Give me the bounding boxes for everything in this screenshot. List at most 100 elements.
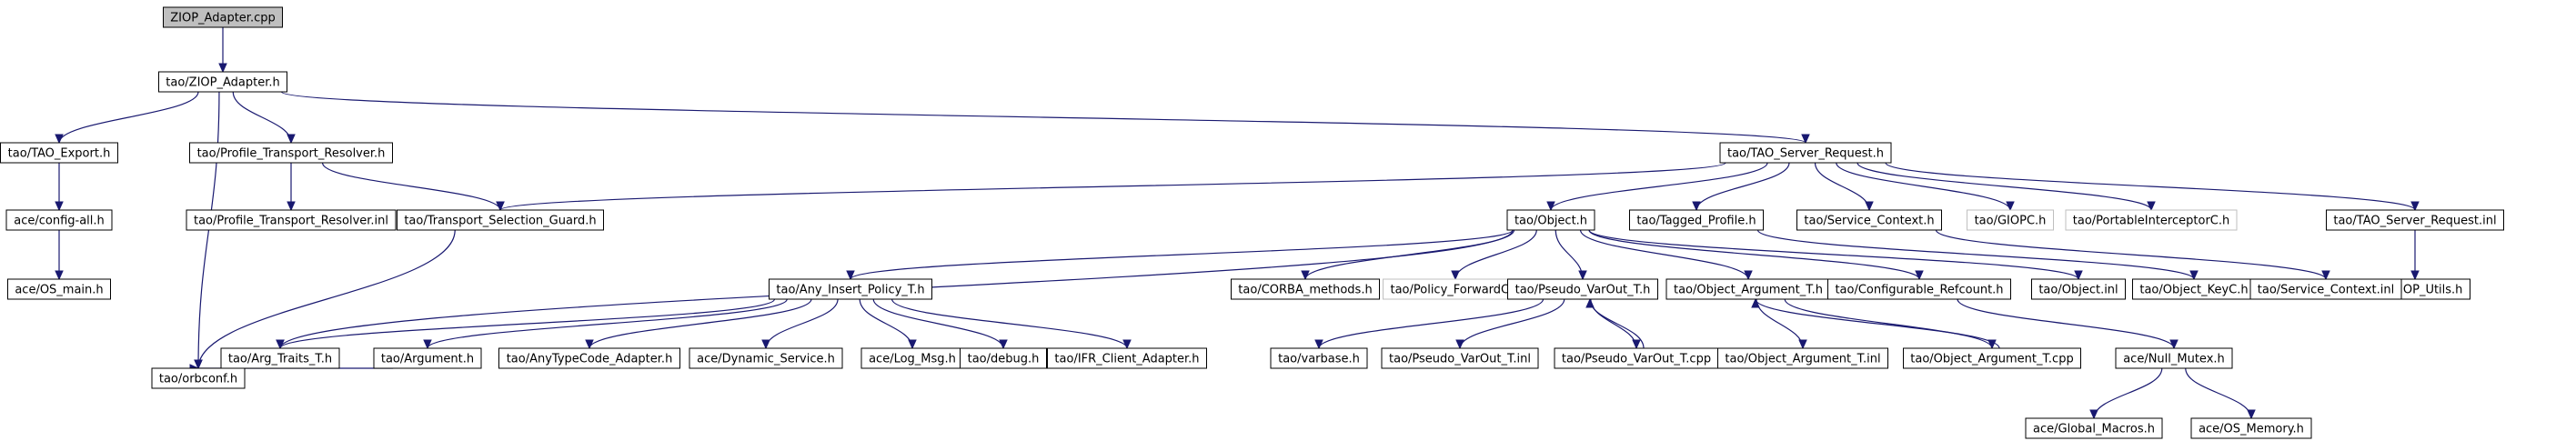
- graph-edge-line: [1957, 298, 2175, 349]
- graph-node[interactable]: tao/Profile_Transport_Resolver.inl: [186, 209, 397, 231]
- graph-node-label: tao/varbase.h: [1278, 353, 1360, 366]
- graph-node[interactable]: tao/Arg_Traits_T.h: [220, 347, 340, 369]
- graph-node[interactable]: tao/Service_Context.h: [1796, 209, 1942, 231]
- graph-edge-line: [1318, 298, 1545, 349]
- graph-node[interactable]: tao/TAO_Export.h: [0, 142, 118, 164]
- graph-node[interactable]: tao/varbase.h: [1270, 347, 1368, 369]
- graph-edge-arrowhead: [2410, 270, 2420, 281]
- graph-node[interactable]: tao/CORBA_methods.h: [1231, 278, 1380, 300]
- graph-edge: [2410, 230, 2420, 281]
- graph-node[interactable]: tao/Pseudo_VarOut_T.h: [1507, 278, 1658, 300]
- graph-edge-arrowhead: [1585, 297, 1595, 308]
- graph-node[interactable]: ace/Global_Macros.h: [2025, 417, 2163, 439]
- graph-edge-arrowhead: [55, 134, 64, 145]
- graph-edge-line: [1935, 229, 2327, 280]
- graph-node[interactable]: tao/Policy_ForwardC.h: [1383, 278, 1528, 300]
- graph-node[interactable]: tao/Profile_Transport_Resolver.h: [189, 142, 393, 164]
- graph-node[interactable]: tao/Service_Context.inl: [2249, 278, 2402, 300]
- graph-edge-arrowhead: [276, 339, 285, 350]
- graph-node-label: ace/Null_Mutex.h: [2123, 353, 2225, 366]
- graph-node[interactable]: tao/Pseudo_VarOut_T.inl: [1381, 347, 1539, 369]
- graph-node-box: [373, 347, 482, 369]
- graph-node[interactable]: ace/Log_Msg.h: [860, 347, 964, 369]
- graph-node[interactable]: tao/orbconf.h: [151, 367, 246, 389]
- graph-edge-arrowhead: [1987, 339, 1997, 350]
- graph-edge: [1546, 162, 1768, 212]
- graph-edge-arrowhead: [585, 339, 594, 350]
- graph-node-label: tao/Arg_Traits_T.h: [228, 353, 332, 366]
- graph-edge-arrowhead: [2006, 201, 2015, 212]
- graph-edge-line: [872, 298, 1004, 349]
- graph-node[interactable]: ace/OS_main.h: [7, 278, 111, 300]
- graph-node[interactable]: tao/Transport_Selection_Guard.h: [397, 209, 604, 231]
- graph-node-label: tao/Pseudo_VarOut_T.inl: [1389, 353, 1531, 366]
- graph-node[interactable]: tao/TAO_Server_Request.h: [1719, 142, 1892, 164]
- graph-node[interactable]: tao/IFR_Client_Adapter.h: [1047, 347, 1207, 369]
- graph-edge: [55, 163, 64, 212]
- graph-edge-arrowhead: [999, 339, 1008, 350]
- graph-edge: [1857, 162, 2156, 212]
- graph-node[interactable]: tao/GIOPC.h: [1967, 209, 2054, 231]
- graph-node[interactable]: ace/OS_Memory.h: [2190, 417, 2312, 439]
- graph-node[interactable]: tao/Object_KeyC.h: [2132, 278, 2256, 300]
- graph-edge: [2089, 367, 2163, 420]
- graph-node-label: tao/Any_Insert_Policy_T.h: [776, 284, 924, 297]
- graph-node[interactable]: tao/Object_Argument_T.inl: [1717, 347, 1888, 369]
- graph-edge: [1588, 229, 1924, 281]
- graph-edge-arrowhead: [1798, 339, 1807, 350]
- graph-node-label: tao/TAO_Export.h: [8, 147, 111, 161]
- graph-edge: [55, 230, 64, 281]
- graph-node-box: [158, 71, 287, 93]
- graph-edge: [1885, 162, 2420, 212]
- graph-edge-arrowhead: [2089, 409, 2098, 420]
- graph-node-label: tao/Object_Argument_T.inl: [1725, 353, 1880, 366]
- graph-node-box: [151, 367, 246, 389]
- graph-node-label: tao/Object.h: [1514, 215, 1587, 228]
- graph-edge-line: [321, 162, 501, 211]
- graph-node-label: tao/Policy_ForwardC.h: [1390, 284, 1520, 297]
- graph-node[interactable]: ace/Null_Mutex.h: [2115, 347, 2233, 369]
- graph-node[interactable]: tao/Object.h: [1506, 209, 1595, 231]
- graph-edge: [859, 298, 917, 350]
- graph-node[interactable]: tao/PortableInterceptorC.h: [2065, 209, 2238, 231]
- graph-edge: [1836, 162, 2015, 212]
- graph-node[interactable]: ace/Dynamic_Service.h: [689, 347, 843, 369]
- graph-edge-line: [1454, 229, 1537, 280]
- graph-edge-arrowhead: [1301, 270, 1310, 281]
- graph-edge-line: [1588, 229, 1920, 280]
- graph-edge: [891, 298, 1132, 350]
- graph-edge: [280, 91, 1810, 145]
- graph-node[interactable]: tao/Object.inl: [2031, 278, 2126, 300]
- graph-node[interactable]: tao/Object_Argument_T.cpp: [1903, 347, 2081, 369]
- graph-node-label: tao/Object_Argument_T.cpp: [1910, 353, 2073, 366]
- graph-node-label: tao/ZIOP_Adapter.h: [166, 76, 279, 90]
- graph-edge-arrowhead: [1314, 339, 1323, 350]
- graph-node[interactable]: tao/debug.h: [960, 347, 1047, 369]
- graph-node-box: [2249, 278, 2402, 300]
- graph-node[interactable]: tao/Tagged_Profile.h: [1629, 209, 1764, 231]
- graph-node[interactable]: tao/Object_Argument_T.h: [1665, 278, 1831, 300]
- graph-node[interactable]: tao/Argument.h: [373, 347, 482, 369]
- graph-node-label: tao/debug.h: [968, 353, 1040, 366]
- graph-node-label: tao/Configurable_Refcount.h: [1835, 284, 2003, 297]
- graph-edge-line: [499, 162, 1726, 211]
- graph-node[interactable]: tao/Configurable_Refcount.h: [1827, 278, 2011, 300]
- graph-node[interactable]: tao/Pseudo_VarOut_T.cpp: [1554, 347, 1719, 369]
- graph-edge-line: [1696, 162, 1790, 211]
- graph-edge-arrowhead: [1744, 270, 1753, 281]
- graph-edge-line: [232, 91, 292, 144]
- graph-edge-line: [1857, 162, 2152, 211]
- graph-node-box: [1717, 347, 1888, 369]
- graph-node-label: tao/Service_Context.inl: [2258, 284, 2394, 297]
- graph-node[interactable]: tao/AnyTypeCode_Adapter.h: [498, 347, 680, 369]
- graph-node[interactable]: tao/Any_Insert_Policy_T.h: [769, 278, 932, 300]
- graph-node-label: tao/Service_Context.h: [1804, 215, 1934, 228]
- graph-node-box: [1231, 278, 1380, 300]
- graph-edge: [496, 162, 1726, 212]
- graph-edge: [287, 162, 296, 212]
- graph-edge-line: [859, 298, 913, 349]
- graph-node-box: [1719, 142, 1892, 164]
- graph-node[interactable]: tao/TAO_Server_Request.inl: [2326, 209, 2504, 231]
- graph-node[interactable]: tao/ZIOP_Adapter.h: [158, 71, 287, 93]
- graph-node[interactable]: ace/config-all.h: [5, 209, 113, 231]
